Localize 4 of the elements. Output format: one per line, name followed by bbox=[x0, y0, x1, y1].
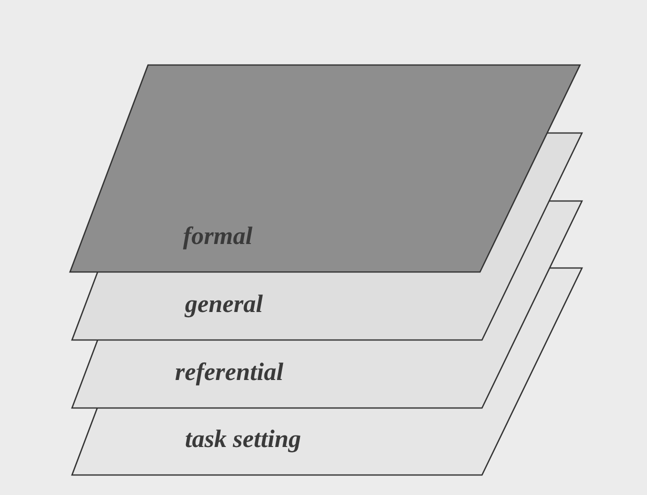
layer-label: referential bbox=[175, 360, 284, 385]
layer-label: general bbox=[185, 292, 263, 317]
layer-label: task setting bbox=[185, 427, 301, 452]
layer-label: formal bbox=[183, 224, 252, 249]
